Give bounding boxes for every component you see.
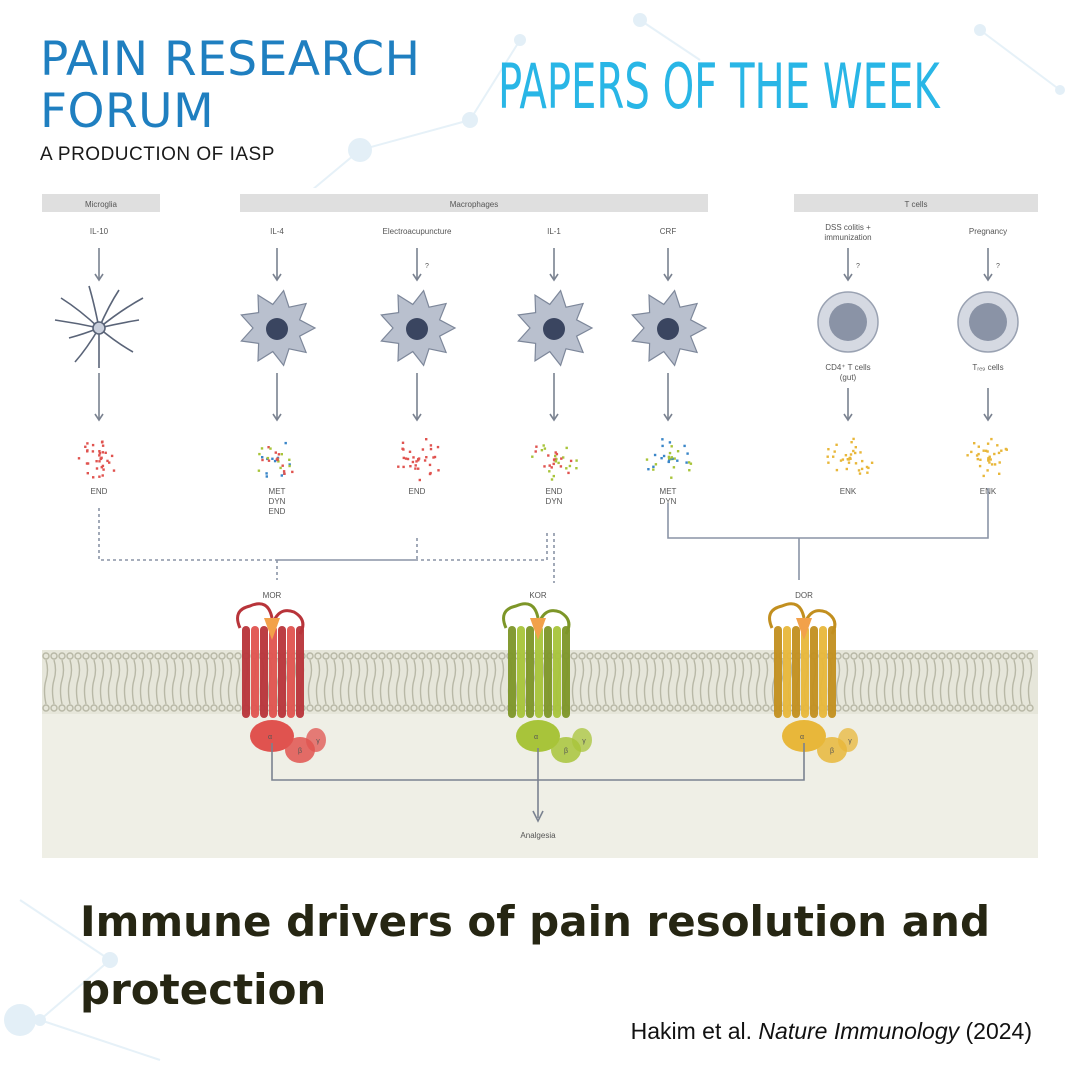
- t-cell: [957, 291, 1019, 353]
- opioid-peptide-cloud: [397, 438, 440, 482]
- group-header-microglia: Microglia: [42, 194, 160, 212]
- opioid-peptide-cloud: [77, 440, 116, 479]
- receptor-label: KOR: [529, 591, 547, 600]
- peptide-label: END: [409, 487, 426, 496]
- opioid-peptide-cloud: [531, 444, 578, 481]
- cell-type-label: Tᵣₑ₉ cells: [972, 363, 1003, 372]
- opioid-peptide-cloud: [966, 437, 1008, 478]
- stimulus-label: IL-4: [270, 227, 284, 236]
- macrophage-cell: [380, 289, 457, 367]
- microglia-cell: [54, 285, 144, 368]
- peptide-label: MET: [660, 487, 677, 496]
- article-title: Immune drivers of pain resolution and pr…: [80, 897, 991, 1014]
- peptide-label: DYN: [269, 497, 286, 506]
- analgesia-connector: [271, 743, 805, 823]
- receptor-label: DOR: [795, 591, 813, 600]
- g-beta-label: β: [830, 748, 834, 755]
- stimulus-label: CRF: [660, 227, 677, 236]
- g-alpha-label: α: [268, 734, 272, 741]
- section-headline: PAPERS OF THE WEEK: [498, 50, 940, 123]
- unknown-mechanism-mark: ?: [856, 263, 860, 270]
- stimulus-label: immunization: [824, 233, 871, 242]
- opioid-peptide-cloud: [826, 437, 874, 475]
- unknown-mechanism-mark: ?: [996, 263, 1000, 270]
- peptide-label: ENK: [840, 487, 857, 496]
- citation-year: (2024): [965, 1018, 1032, 1044]
- peptide-label: DYN: [660, 497, 677, 506]
- g-gamma-label: γ: [316, 738, 320, 745]
- stimulus-label: DSS colitis +: [825, 223, 871, 232]
- group-label-tcells: T cells: [905, 200, 928, 209]
- g-beta-label: β: [298, 748, 302, 755]
- peptide-label: DYN: [546, 497, 563, 506]
- connector-lines: [98, 488, 989, 583]
- g-alpha-label: α: [534, 734, 538, 741]
- citation: Hakim et al. Nature Immunology (2024): [631, 1018, 1032, 1045]
- cell-type-label: CD4⁺ T cells: [825, 363, 870, 372]
- stimulus-label: IL-1: [547, 227, 561, 236]
- pathway-diagram: Microglia Macrophages T cells IL-10ENDIL…: [42, 194, 1038, 858]
- cell-type-label: (gut): [840, 373, 857, 382]
- group-label-macrophages: Macrophages: [450, 200, 498, 209]
- pathway-column: DSS colitis +immunization? CD4⁺ T cells(g…: [817, 223, 879, 496]
- group-header-macrophages: Macrophages: [240, 194, 708, 212]
- citation-journal: Nature Immunology: [758, 1018, 960, 1044]
- citation-authors: Hakim et al.: [630, 1018, 753, 1044]
- receptor-label: MOR: [263, 591, 282, 600]
- brand-name-line1: PAIN RESEARCH: [40, 32, 421, 87]
- brand-subtitle: A PRODUCTION OF IASP: [40, 144, 275, 165]
- brand-name-line2: FORUM: [40, 84, 215, 139]
- g-gamma-label: γ: [582, 738, 586, 745]
- opioid-peptide-cloud: [645, 438, 693, 479]
- g-alpha-label: α: [800, 734, 804, 741]
- stimulus-label: IL-10: [90, 227, 109, 236]
- opioid-receptor-kor: KOR α β γ: [502, 591, 592, 763]
- g-beta-label: β: [564, 748, 568, 755]
- peptide-label: END: [269, 507, 286, 516]
- outcome-label-analgesia: Analgesia: [520, 831, 556, 840]
- group-label-microglia: Microglia: [85, 200, 118, 209]
- macrophage-cell: [631, 289, 708, 367]
- macrophage-cell: [240, 289, 317, 367]
- peptide-label: END: [91, 487, 108, 496]
- g-gamma-label: γ: [848, 738, 852, 745]
- group-header-tcells: T cells: [794, 194, 1038, 212]
- opioid-receptor-mor: MOR α β γ: [236, 591, 326, 763]
- brand-logo: PAIN RESEARCH FORUM A PRODUCTION OF IASP: [40, 34, 420, 166]
- peptide-label: END: [546, 487, 563, 496]
- pathway-column: Electroacupuncture? END: [380, 227, 457, 496]
- t-cell: [817, 291, 879, 353]
- unknown-mechanism-mark: ?: [425, 263, 429, 270]
- peptide-label: MET: [269, 487, 286, 496]
- opioid-receptor-dor: DOR α β γ: [768, 591, 858, 763]
- macrophage-cell: [517, 289, 594, 367]
- opioid-peptide-cloud: [257, 441, 294, 478]
- stimulus-label: Pregnancy: [969, 227, 1007, 236]
- stimulus-label: Electroacupuncture: [383, 227, 452, 236]
